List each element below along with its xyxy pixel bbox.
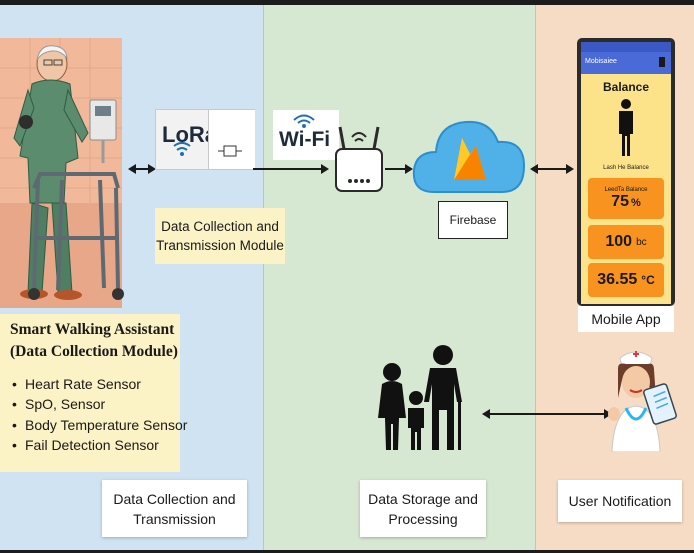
wifi-label: Wi-Fi xyxy=(279,128,331,151)
sensor-item: Body Temperature Sensor xyxy=(12,415,187,435)
user-notification-caption: User Notification xyxy=(568,493,672,509)
elderly-walker-illustration xyxy=(0,38,124,308)
sensor-item: SpO, Sensor xyxy=(12,394,187,414)
antenna-board xyxy=(208,110,255,169)
firebase-label-box: Firebase xyxy=(438,201,508,239)
app-name: Mobisaiee xyxy=(585,58,617,65)
sensor-item: Heart Rate Sensor xyxy=(12,374,187,394)
cloud-icon xyxy=(412,120,526,193)
right-arrow xyxy=(385,164,413,174)
wireless-signal-icon xyxy=(173,142,191,156)
bidirectional-arrow xyxy=(530,164,574,174)
phone-screen xyxy=(581,42,671,304)
module-title-line2: (Data Collection Module) xyxy=(10,343,178,360)
wifi-icon xyxy=(293,114,315,128)
balance-tile-unit: % xyxy=(631,196,641,209)
bidirectional-arrow xyxy=(482,409,612,419)
family-icon xyxy=(378,345,462,450)
lora-module: LoRa xyxy=(155,109,255,170)
balance-tile: LeedTa Balance 75% xyxy=(588,178,664,219)
menu-icon xyxy=(659,57,665,67)
balance-tile-label: LeedTa Balance xyxy=(604,186,648,193)
user-notification-caption-box: User Notification xyxy=(558,480,682,522)
transmission-module-line2: Transmission Module xyxy=(156,238,284,253)
router-icon xyxy=(335,126,383,192)
mobile-app-label: Mobile App xyxy=(591,311,661,327)
lora-label: LoRa xyxy=(162,122,217,147)
top-border xyxy=(0,0,694,5)
wifi-module: Wi-Fi xyxy=(273,110,339,160)
panel-divider xyxy=(535,5,536,550)
sensor-item: Fail Detection Sensor xyxy=(12,435,187,455)
data-collection-caption-box: Data Collection and Transmission xyxy=(102,480,247,537)
balance-tile-value: 75 xyxy=(611,192,629,210)
chip-icon xyxy=(218,145,242,157)
heart-rate-unit: bc xyxy=(636,236,647,248)
mobile-app-label-box: Mobile App xyxy=(578,306,674,332)
phone-heading: Balance xyxy=(602,80,650,94)
phone-status-bar xyxy=(581,42,671,52)
data-storage-caption-box: Data Storage and Processing xyxy=(360,480,486,537)
nurse-illustration xyxy=(608,351,677,452)
firebase-label: Firebase xyxy=(449,213,497,227)
sensor-list: Heart Rate Sensor SpO, Sensor Body Tempe… xyxy=(12,374,187,455)
heart-rate-value: 100 xyxy=(605,233,633,250)
bidirectional-arrow xyxy=(128,164,156,174)
person-icon xyxy=(619,99,633,156)
phone-subtext: Lash He Balance xyxy=(603,165,649,171)
temperature-unit: °C xyxy=(641,273,655,287)
transmission-module-box: Data Collection and Transmission Module xyxy=(155,208,285,264)
right-arrow xyxy=(253,164,329,174)
module-title-line1: Smart Walking Assistant xyxy=(10,321,175,338)
temperature-value: 36.55 xyxy=(597,271,638,288)
data-collection-caption: Data Collection and Transmission xyxy=(113,490,236,527)
transmission-module-line1: Data Collection and xyxy=(161,219,279,234)
temperature-tile: 36.55°C xyxy=(588,263,664,297)
bottom-border xyxy=(0,550,694,553)
panel-divider xyxy=(263,5,264,550)
data-storage-caption: Data Storage and Processing xyxy=(368,490,478,527)
data-storage-panel xyxy=(263,5,535,550)
phone-app-bar: Mobisaiee xyxy=(581,52,671,74)
